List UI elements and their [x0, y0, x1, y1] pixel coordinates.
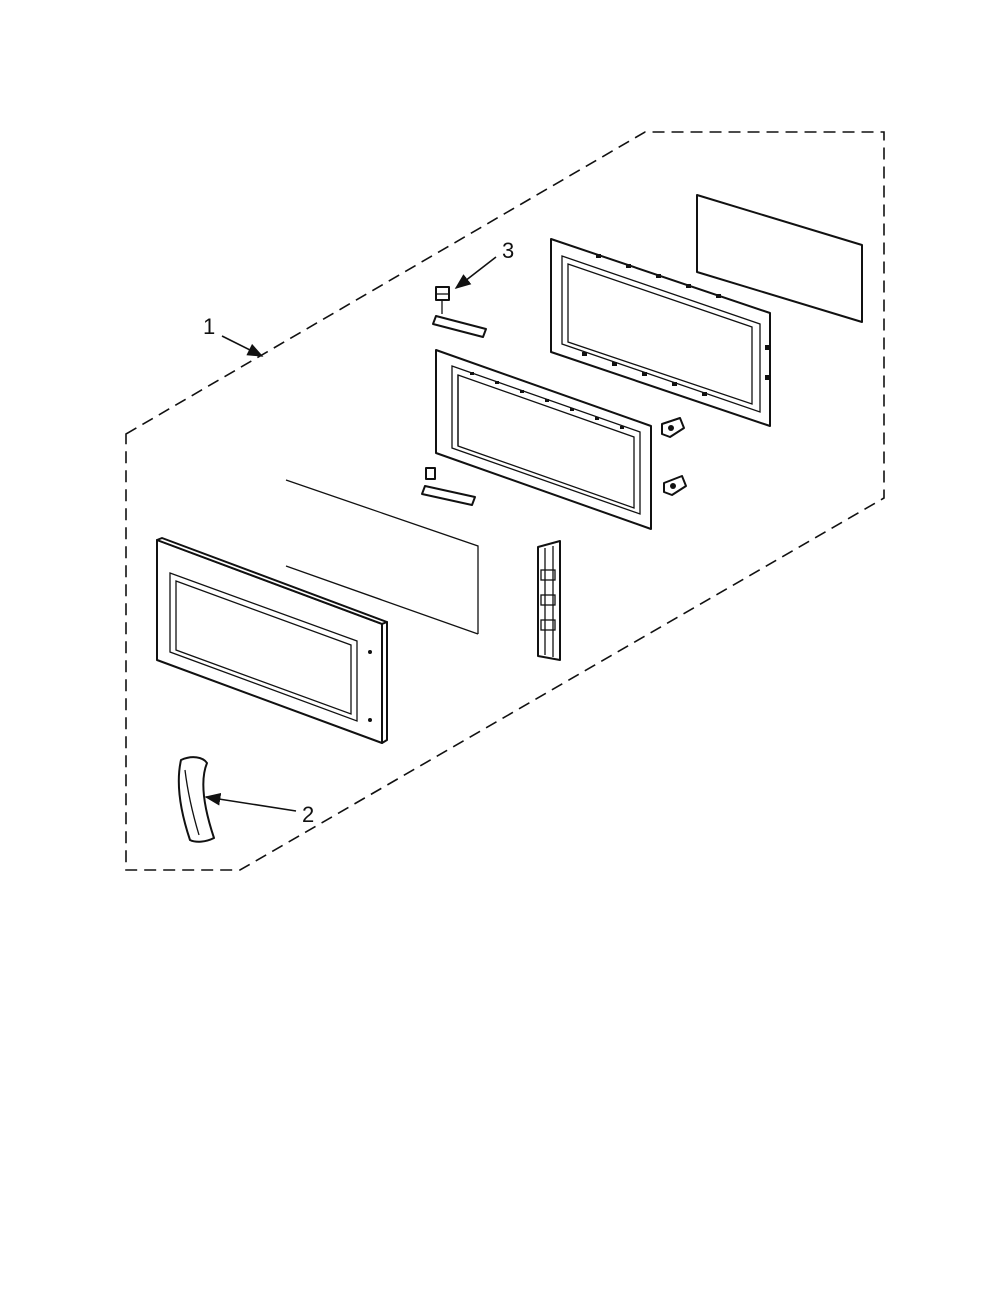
callout-3-leader — [454, 256, 497, 289]
hinge-screw — [435, 286, 450, 314]
lower-hinge-bracket — [421, 485, 476, 506]
rear-frame — [550, 238, 771, 427]
latch-hook-upper — [661, 417, 685, 438]
door-glass — [285, 479, 479, 635]
assembly-boundary — [125, 131, 885, 871]
rear-glass-panel — [696, 194, 863, 323]
latch-hook-lower — [663, 475, 687, 496]
callout-2-label: 2 — [302, 802, 314, 827]
inner-door-frame — [435, 349, 652, 530]
callout-1-label: 1 — [203, 314, 215, 339]
latch-housing — [537, 540, 561, 661]
callout-2-leader — [204, 792, 297, 812]
upper-hinge-bracket — [432, 315, 487, 338]
callout-3-label: 3 — [502, 238, 514, 263]
callout-1-leader — [221, 335, 264, 357]
outer-door-panel — [156, 537, 388, 744]
door-handle — [177, 756, 215, 843]
lower-hinge-pin — [425, 467, 436, 480]
